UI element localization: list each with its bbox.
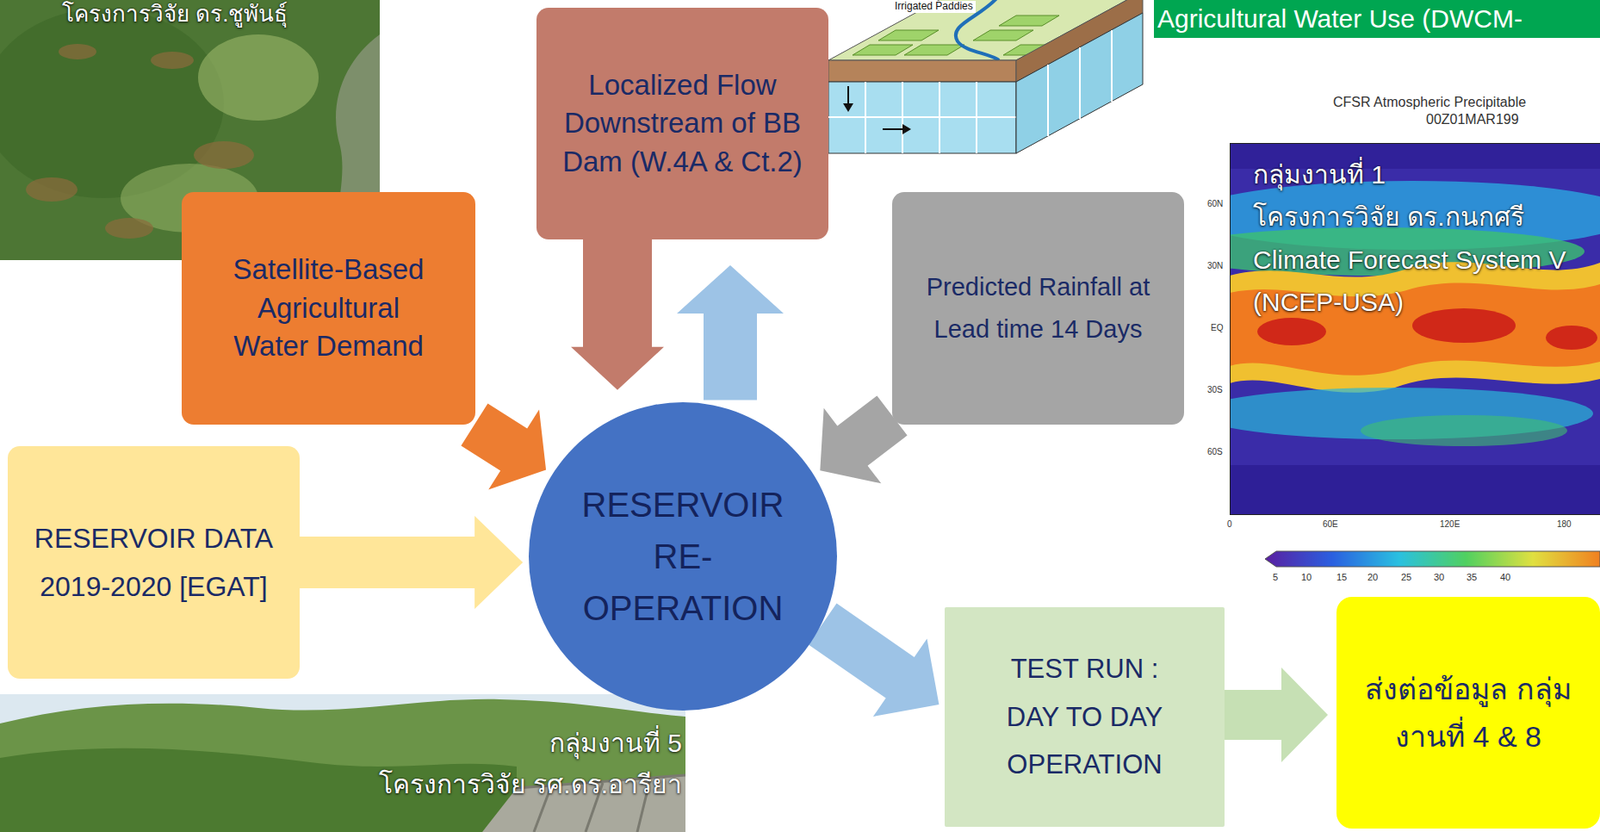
model-label: Climate Forecast System V xyxy=(1252,245,1566,276)
map-band xyxy=(1229,465,1600,515)
block-arrow xyxy=(299,515,523,609)
paddy-model-figure xyxy=(828,0,1143,154)
paddy-field xyxy=(998,15,1060,26)
output-box: TEST RUN : DAY TO DAY OPERATION xyxy=(944,607,1225,827)
model-label: (NCEP-USA) xyxy=(1252,287,1404,318)
axis-tick: 60N xyxy=(1207,198,1223,210)
map-band xyxy=(1229,227,1585,276)
precipitable-water-map xyxy=(1229,142,1600,515)
map-frame xyxy=(1230,143,1600,515)
axis-tick: 60S xyxy=(1207,446,1223,458)
soil-patch xyxy=(58,43,97,60)
groundwater-side xyxy=(1016,12,1143,154)
node-text: TEST RUN : DAY TO DAY OPERATION xyxy=(992,644,1178,789)
field-patch xyxy=(198,34,319,121)
flow-arrow xyxy=(882,128,905,131)
scale-tick: 15 xyxy=(1336,571,1347,583)
scale-tick: 25 xyxy=(1401,571,1412,583)
axis-tick: EQ xyxy=(1210,322,1223,334)
dam-photo xyxy=(0,694,686,832)
map-core xyxy=(1545,325,1598,350)
node-text: RESERVOIR DATA 2019-2020 [EGAT] xyxy=(30,514,279,611)
color-bar xyxy=(1265,551,1600,567)
group-label: กลุ่มงานที่ 1 xyxy=(1252,160,1386,191)
map-band xyxy=(1229,261,1600,393)
flow-arrowhead xyxy=(843,103,854,112)
flow-arrowhead xyxy=(902,124,912,135)
soil-patch xyxy=(150,51,194,69)
axis-tick: 30S xyxy=(1207,384,1223,396)
grid-lines xyxy=(828,81,1017,154)
node-text: Predicted Rainfall at Lead time 14 Days xyxy=(915,266,1161,352)
node-text: Satellite-Based Agricultural Water Deman… xyxy=(223,250,435,366)
map-band xyxy=(1360,415,1568,447)
axis-tick: 180 xyxy=(1556,519,1572,530)
project-label: โครงการวิจัย รศ.ดร.อารียา xyxy=(378,769,683,800)
project-label: โครงการวิจัย ดร.กนกศรี xyxy=(1252,202,1525,233)
handoff-box: ส่งต่อข้อมูล กลุ่มงานที่ 4 & 8 xyxy=(1336,596,1600,829)
scale-tick: 20 xyxy=(1367,571,1378,583)
scale-tick: 30 xyxy=(1433,571,1445,583)
circle-shape xyxy=(528,402,838,711)
node-text: RESERVOIR RE- OPERATION xyxy=(560,478,807,634)
map-core xyxy=(1412,308,1516,343)
sky xyxy=(0,694,686,832)
block-arrow xyxy=(808,603,940,717)
axis-tick: 30N xyxy=(1207,260,1223,272)
input-box: RESERVOIR DATA 2019-2020 [EGAT] xyxy=(7,446,300,679)
chart-date: 00Z01MAR199 xyxy=(1426,111,1520,128)
soil-patch xyxy=(193,141,255,169)
paddy-field xyxy=(852,44,913,56)
map-core xyxy=(1257,317,1327,346)
node-text: Localized Flow Downstream of BB Dam (W.4… xyxy=(553,66,813,182)
node-text: Agricultural Water Use (DWCM- xyxy=(1157,3,1523,35)
title-banner: Agricultural Water Use (DWCM- xyxy=(1153,0,1600,38)
scale-tick: 35 xyxy=(1466,571,1477,583)
groundwater-face xyxy=(828,81,1017,154)
soil-patch xyxy=(105,217,154,239)
block-arrow xyxy=(676,265,784,401)
block-arrow xyxy=(1224,667,1328,763)
soil-patch xyxy=(25,177,78,202)
group-label: กลุ่มงานที่ 5 xyxy=(549,728,683,759)
input-box: Satellite-Based Agricultural Water Deman… xyxy=(181,192,476,425)
process-circle: RESERVOIR RE- OPERATION xyxy=(527,401,838,712)
chart-title: CFSR Atmospheric Precipitable xyxy=(1333,94,1526,111)
scale-tick: 5 xyxy=(1272,571,1278,583)
grid-lines xyxy=(1048,30,1112,137)
hill xyxy=(0,699,686,832)
axis-tick: 120E xyxy=(1439,519,1460,530)
figure-label: Irrigated Paddies xyxy=(892,0,976,13)
image-credit: โครงการวิจัย ดร.ชูพันธุ์ xyxy=(62,1,288,28)
input-box: Predicted Rainfall at Lead time 14 Days xyxy=(892,192,1185,425)
scale-tick: 40 xyxy=(1500,571,1511,583)
paddy-field xyxy=(878,30,939,41)
map-band xyxy=(1229,283,1600,376)
node-text: ส่งต่อข้อมูล กลุ่มงานที่ 4 & 8 xyxy=(1351,665,1585,760)
soil-layer xyxy=(828,60,1017,82)
block-arrow xyxy=(570,239,664,391)
paddy-field xyxy=(973,30,1034,41)
axis-tick: 0 xyxy=(1227,519,1233,530)
process-box: Localized Flow Downstream of BB Dam (W.4… xyxy=(536,7,829,240)
axis-tick: 60E xyxy=(1322,519,1339,530)
flow-arrow xyxy=(847,86,850,106)
scale-tick: 10 xyxy=(1301,571,1312,583)
paddy-field xyxy=(904,44,965,56)
